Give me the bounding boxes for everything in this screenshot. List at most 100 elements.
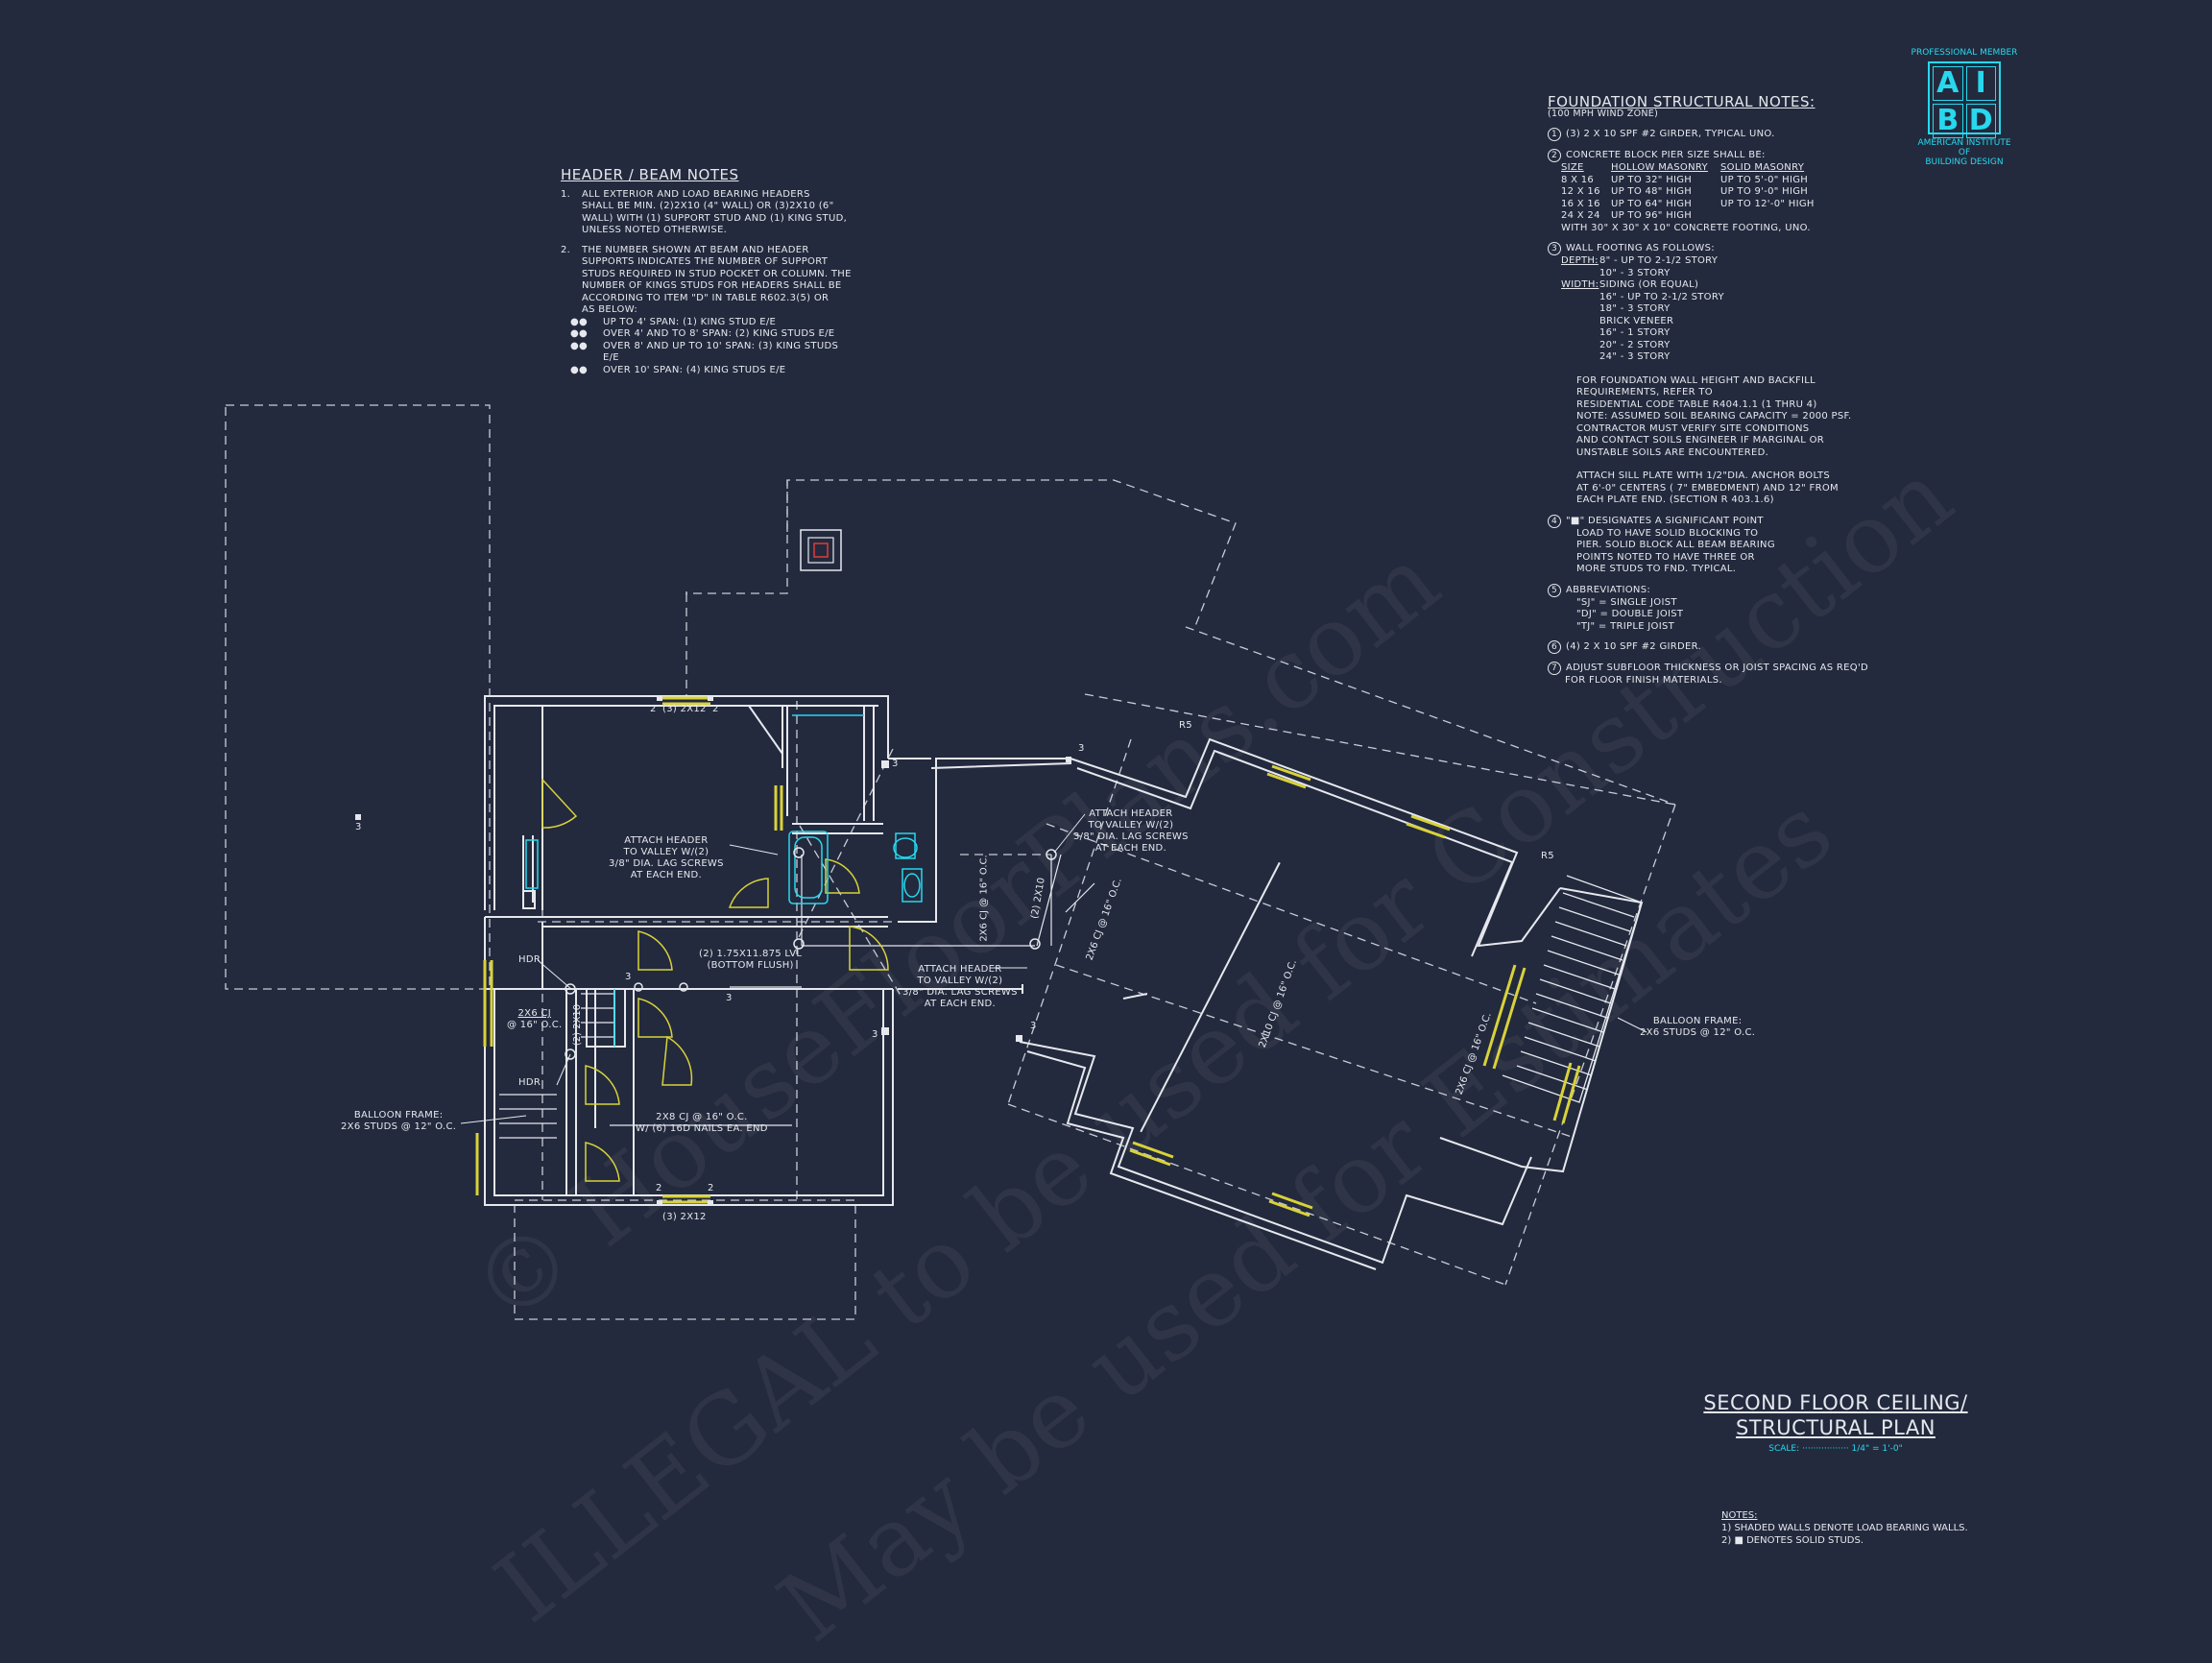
bottom-note: 1) SHADED WALLS DENOTE LOAD BEARING WALL… <box>1721 1523 1968 1533</box>
fn-2: 2 CONCRETE BLOCK PIER SIZE SHALL BE: <box>1548 149 1864 162</box>
exterior-walls <box>484 695 1071 1206</box>
fn-3-num: 3 <box>1548 242 1561 255</box>
hb-note-2-line: NUMBER OF KINGS STUDS FOR HEADERS SHALL … <box>582 280 842 291</box>
num-2-label: 2 <box>650 704 657 714</box>
solid-stud-markers <box>355 695 1071 1206</box>
aibd-letter: I <box>1965 66 1996 101</box>
fn-2-num: 2 <box>1548 149 1561 162</box>
fn-6: 6(4) 2 x 10 SPF #2 GIRDER. <box>1548 640 1864 654</box>
fn-3-para2: ATTACH SILL PLATE WITH 1/2"dia. ANCHOR B… <box>1576 470 1839 505</box>
bottom-notes-head: NOTES: <box>1721 1510 1758 1521</box>
fn-3: 3 WALL FOOTING AS FOLLOWS: <box>1548 242 1864 255</box>
fn-2-text: CONCRETE BLOCK PIER SIZE SHALL BE: <box>1566 150 1766 160</box>
fn-5-num: 5 <box>1548 583 1561 597</box>
foundation-subtitle: (100 MPH WIND ZONE) <box>1548 108 1659 119</box>
aibd-bottom-text: BUILDING DESIGN <box>1925 157 2004 167</box>
num-2-label: 2 <box>708 1183 714 1193</box>
hb-bullet: ●●OVER 8' AND UP TO 10' SPAN: (3) KING S… <box>570 340 839 351</box>
hb-note-1: 1. ALL EXTERIOR AND LOAD BEARING HEADERS… <box>561 189 849 237</box>
hb-bullet: ●●UP TO 4' SPAN: (1) KING STUD E/E <box>570 316 777 327</box>
hb-bullet-cont: E/E <box>603 352 619 363</box>
rot-label-2x10-left: (2) 2x10 <box>572 1003 584 1047</box>
fn-4-body: LOAD TO HAVE SOLID BLOCKING TO PIER. SOL… <box>1576 527 1775 575</box>
beam-lines <box>571 854 1095 1126</box>
chimney-inner <box>807 537 834 564</box>
num-2-label: 2 <box>656 1183 662 1193</box>
num-3-label: 3 <box>1078 743 1085 754</box>
lvl-beam-label: (2) 1.75x11.875 LVL(BOTTOM FLUSH) <box>699 949 803 971</box>
window-headers <box>475 696 1581 1217</box>
fn-1: 1 (3) 2 x 10 SPF #2 GIRDER, TYPICAL UNO. <box>1548 128 1864 141</box>
hb-note-2-line: STUDS REQUIRED IN STUD POCKET OR COLUMN.… <box>582 268 852 279</box>
fn-6-num: 6 <box>1548 640 1561 654</box>
hb-note-2: 2. THE NUMBER SHOWN AT BEAM AND HEADER S… <box>561 244 852 317</box>
header-beam-notes: HEADER / BEAM NOTES 1. ALL EXTERIOR AND … <box>561 166 852 377</box>
fn-7-cont: FOR FLOOR FINISH MATERIALS. <box>1565 675 1722 686</box>
header-beam-title: HEADER / BEAM NOTES <box>561 166 739 183</box>
door-swings <box>541 778 889 1182</box>
fn-7-num: 7 <box>1548 662 1561 675</box>
fn-1-num: 1 <box>1548 128 1561 141</box>
chimney-outer <box>800 529 842 571</box>
bath-fixtures <box>525 714 923 1047</box>
hb-note-2-line: AS BELOW: <box>582 304 638 315</box>
num-3-label: 3 <box>355 822 362 832</box>
hdr-label-upper: HDR <box>518 954 541 965</box>
fn-1-text: (3) 2 x 10 SPF #2 GIRDER, TYPICAL UNO. <box>1566 129 1775 139</box>
bottom-notes: NOTES: 1) SHADED WALLS DENOTE LOAD BEARI… <box>1721 1509 1968 1547</box>
num-3-label: 3 <box>872 1029 878 1040</box>
fn-4: 4"■" DESIGNATES A SIGNIFICANT POINT <box>1548 514 1864 528</box>
fn-4-num: 4 <box>1548 514 1561 528</box>
aibd-top-text: PROFESSIONAL MEMBER <box>1911 48 2018 58</box>
balloon-frame-right-label: BALLOON FRAME:2x6 STUDS @ 12" O.C. <box>1640 1016 1756 1038</box>
angled-wing-walls <box>1019 737 1644 1270</box>
hb-note-1-line: UNLESS NOTED OTHERWISE. <box>582 225 728 235</box>
num-3-label: 3 <box>1030 1021 1037 1031</box>
hb-note-1-num: 1. <box>561 188 571 200</box>
ceiling-joist-bottom-label: 2x8 CJ @ 16" O.C.W/ (6) 16d NAILS EA. EN… <box>636 1112 768 1134</box>
hb-note-1-line: ALL EXTERIOR AND LOAD BEARING HEADERS <box>582 188 810 200</box>
num-3-label: 3 <box>625 972 632 982</box>
num-3-label: 3 <box>892 759 899 769</box>
balloon-frame-left-label: BALLOON FRAME:2x6 STUDS @ 12" O.C. <box>341 1110 457 1132</box>
drawing-title: SECOND FLOOR CEILING/ STRUCTURAL PLAN SC… <box>1682 1390 1989 1454</box>
hb-bullets: ●●UP TO 4' SPAN: (1) KING STUD E/E ●●OVE… <box>561 317 849 377</box>
aibd-letter: D <box>1965 104 1996 138</box>
hb-bullet: ●●OVER 4' AND TO 8' SPAN: (2) KING STUDS… <box>570 328 835 339</box>
aibd-bottom-text: AMERICAN INSTITUTE <box>1917 138 2011 148</box>
hb-note-2-line: SUPPORTS INDICATES THE NUMBER OF SUPPORT <box>582 256 829 267</box>
num-3-label: 3 <box>726 993 733 1003</box>
hb-note-2-line: ACCORDING TO ITEM "d" IN TABLE R602.3(5)… <box>582 292 830 303</box>
aibd-bottom-text: OF <box>1958 148 1971 157</box>
connector-circles <box>565 847 1057 1060</box>
hb-note-1-line: WALL) WITH (1) SUPPORT STUD AND (1) KING… <box>582 212 848 224</box>
hb-note-2-line: THE NUMBER SHOWN AT BEAM AND HEADER <box>582 244 809 255</box>
fn-3-text: WALL FOOTING AS FOLLOWS: <box>1566 243 1715 253</box>
r5-label: R5 <box>1541 851 1554 861</box>
title-line-1: SECOND FLOOR CEILING/ <box>1703 1391 1968 1414</box>
chimney-flue <box>813 542 829 558</box>
title-line-2: STRUCTURAL PLAN <box>1736 1416 1936 1439</box>
header-label-top: (3) 2x12 <box>662 704 707 714</box>
hb-note-1-line: SHALL BE MIN. (2)2x10 (4" WALL) OR (3)2x… <box>582 201 834 211</box>
fn-3-depth: DEPTH:8" - UP TO 2-1/2 STORY 10" - 3 STO… <box>1561 255 1724 362</box>
hb-note-2-num: 2. <box>561 244 571 255</box>
rot-label-2x6-a: 2x6 CJ @ 16" O.C. <box>978 855 990 942</box>
fn-5-body: "SJ" = SINGLE JOIST "DJ" = DOUBLE JOIST … <box>1576 596 1684 632</box>
stair-treads <box>499 875 1643 1139</box>
fn-3-para1: FOR FOUNDATION WALL HEIGHT AND BACKFILL … <box>1576 374 1852 458</box>
hdr-label-lower: HDR <box>518 1077 541 1088</box>
aibd-logo: PROFESSIONAL MEMBER A I B D AMERICAN INS… <box>1911 48 2018 167</box>
